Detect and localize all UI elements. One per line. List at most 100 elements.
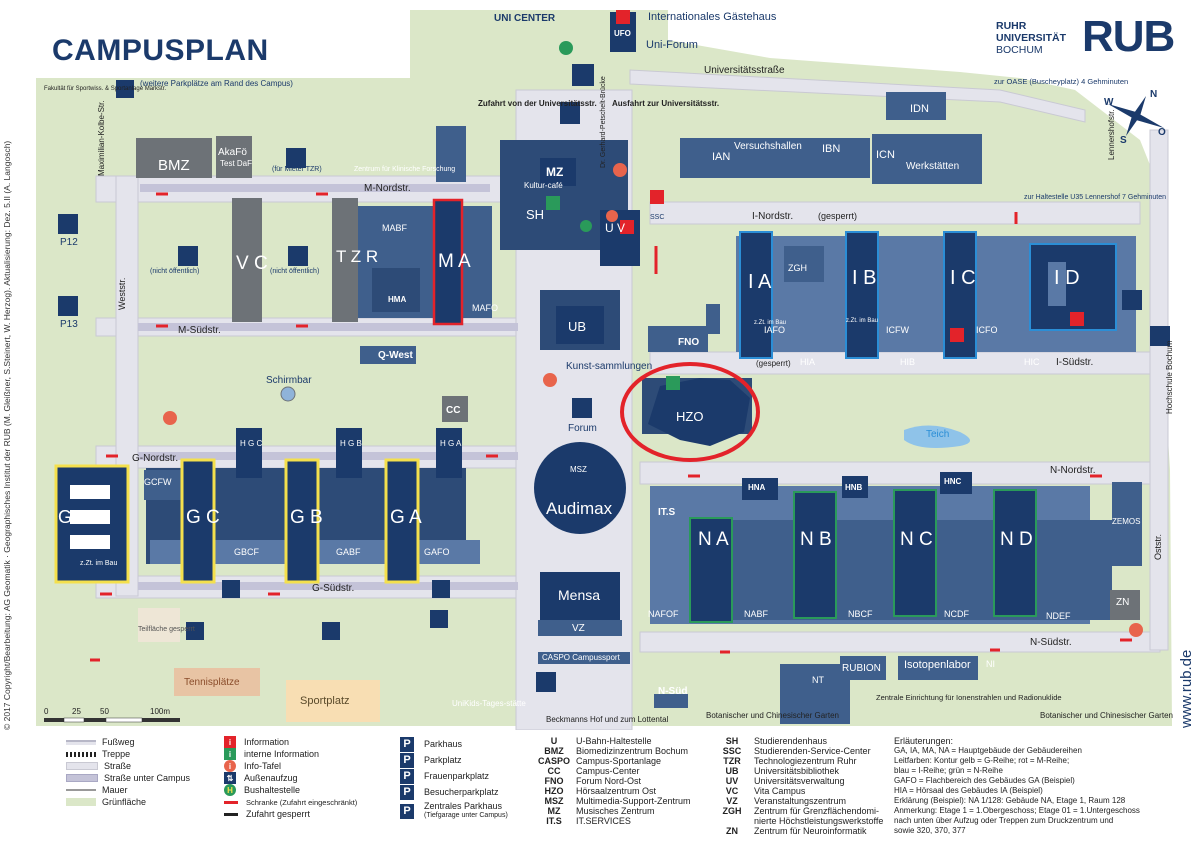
abbr-value: Campus-Center: [576, 766, 640, 776]
logo-text: RUHR UNIVERSITÄT BOCHUM: [996, 20, 1066, 56]
label-nicht1: (nicht öffentlich): [150, 268, 200, 275]
label-scale-50: 50: [100, 707, 109, 716]
label-id: I D: [1054, 267, 1080, 289]
abbr-key: VC: [725, 786, 739, 796]
label-gsued: G-Südstr.: [312, 583, 355, 594]
label-zn: ZN: [1116, 597, 1130, 608]
legend-explanations: Erläuterungen:GA, IA, MA, NA = Hauptgebä…: [894, 736, 1194, 836]
abbr-key: TZR: [723, 756, 741, 766]
label-idn: IDN: [910, 103, 929, 115]
label-hna: HNA: [748, 483, 766, 492]
label-ian: IAN: [712, 151, 731, 163]
label-akafo: AkaFö: [218, 147, 247, 158]
legend-label: Bushaltestelle: [244, 785, 301, 795]
bus-stop-icon: H: [224, 784, 236, 796]
website-link[interactable]: www.rub.de: [1178, 649, 1195, 728]
tennis-area: [174, 668, 260, 696]
pond: [904, 425, 970, 448]
abbr-value: Zentrum für Neuroinformatik: [754, 826, 867, 836]
label-oase: zur OASE (Buscheyplatz) 4 Gehminuten: [994, 77, 1129, 86]
abbr-value: Universitätsbibliothek: [754, 766, 840, 776]
wall-swatch: [66, 789, 96, 791]
label-compass-s: S: [1120, 135, 1127, 146]
label-hnc: HNC: [944, 477, 962, 486]
abbr-value: Studierenden-Service-Center: [754, 746, 871, 756]
label-na: N A: [698, 529, 729, 550]
label-hzo: HZO: [676, 409, 704, 424]
logo-mark: RUB: [1082, 12, 1175, 61]
label-nd: N D: [1000, 529, 1033, 550]
copyright-text: © 2017 Copyright/Bearbeitung: AG Geomati…: [2, 140, 12, 730]
info-icons: [163, 10, 1143, 637]
explanation-line: GA, IA, MA, NA = Hauptgebäude der Gebäud…: [894, 746, 1082, 755]
label-klinische: Zentrum für Klinische Forschung: [354, 166, 456, 173]
label-gd: G D: [58, 507, 91, 527]
label-tennis: Tennisplätze: [184, 677, 240, 688]
label-gbcf: GBCF: [234, 547, 260, 557]
label-zzt-gd: z.Zt. im Bau: [80, 560, 118, 567]
label-caspo: CASPO Campussport: [542, 653, 620, 662]
legend-abbr-row: UB Universitätsbibliothek: [714, 766, 894, 776]
label-ib: I B: [852, 267, 877, 289]
abbr-value: Biomedizinzentrum Bochum: [576, 746, 689, 756]
label-ufo: UFO: [614, 29, 631, 38]
label-gb: G B: [290, 507, 323, 528]
label-nt: NT: [812, 675, 824, 685]
underground-streets: [138, 184, 518, 590]
legend-label: Straße: [104, 761, 132, 771]
footpath-swatch: [66, 739, 96, 745]
label-fno: FNO: [678, 337, 700, 348]
abbr-key: SH: [725, 736, 739, 746]
internal-info-icon: i: [224, 748, 236, 760]
explanation-line: HIA = Hörsaal des Gebäudes IA (Beispiel): [894, 786, 1043, 795]
label-sportplatz: Sportplatz: [300, 695, 350, 707]
abbr-key: U: [550, 736, 558, 746]
label-schirmbar: Schirmbar: [266, 375, 312, 386]
legend-label: Information: [244, 737, 290, 747]
label-zzt-ib: z.Zt. im Bau: [846, 318, 879, 324]
label-cc: CC: [446, 405, 461, 416]
rub-logo: RUHR UNIVERSITÄT BOCHUM RUB: [996, 12, 1196, 70]
abbr-key: UB: [725, 766, 739, 776]
i-row-buildings: [642, 92, 1136, 446]
explanation-line: GAFO = Flachbereich des Gebäudes GA (Bei…: [894, 776, 1075, 785]
label-hga: H G A: [440, 439, 462, 448]
abbr-value: Studierendenhaus: [754, 736, 828, 746]
legend-label: Grünfläche: [102, 797, 147, 807]
label-audimax: Audimax: [546, 499, 613, 518]
label-versuchshallen: Versuchshallen: [734, 141, 802, 152]
label-uniforum: Uni-Forum: [646, 39, 698, 51]
label-compass-o: O: [1158, 127, 1166, 138]
legend-sublabel: (Tiefgarage unter Campus): [424, 812, 508, 819]
abbr-value: IT.SERVICES: [576, 816, 631, 826]
abbr-value: Technologiezentrum Ruhr: [754, 756, 857, 766]
label-hochschule: Hochschule Bochum: [1165, 340, 1174, 414]
green-swatch: [66, 798, 96, 806]
label-inord-gesperrt: (gesperrt): [818, 211, 858, 221]
info-board-icon: i: [224, 760, 236, 772]
label-icn: ICN: [876, 149, 895, 161]
label-iafo: IAFO: [764, 325, 786, 335]
abbr-key: CC: [547, 766, 561, 776]
label-msued: M-Südstr.: [178, 325, 221, 336]
abbr-value: Multimedia-Support-Zentrum: [576, 796, 691, 806]
abbr-key: HZO: [544, 786, 564, 796]
legend-label: Zentrales Parkhaus: [424, 801, 503, 811]
schirmbar-marker: [280, 386, 296, 402]
label-ausfahrt: Ausfahrt zur Universitätsstr.: [612, 99, 720, 108]
label-bruecke: Dr. Gerhard-Petschelt-Brücke: [600, 76, 607, 168]
label-rubion: RUBION: [842, 663, 881, 674]
label-teich: Teich: [926, 429, 950, 440]
label-kulturcafe: Kultur-café: [524, 181, 563, 190]
label-zufahrt: Zufahrt von der Universitätsstr.: [478, 99, 597, 108]
explanation-line: Leitfarben: Kontur gelb = G-Reihe; rot =…: [894, 756, 1070, 765]
legend-label: Mauer: [102, 785, 128, 795]
